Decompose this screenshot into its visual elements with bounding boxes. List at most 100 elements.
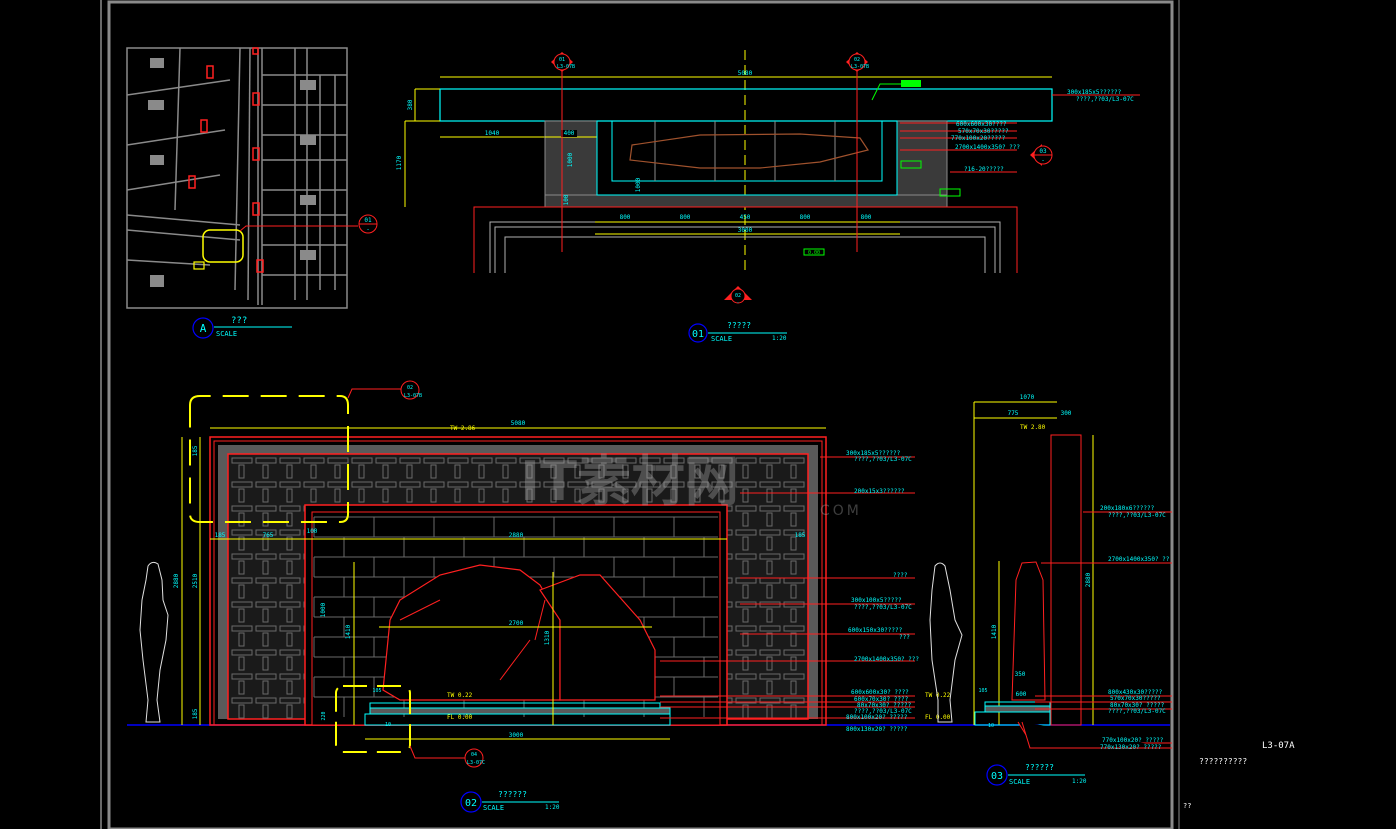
lattice-bar bbox=[759, 457, 781, 464]
lattice-bar bbox=[430, 464, 437, 479]
lattice-bar bbox=[255, 625, 277, 632]
dim-step: 105 bbox=[372, 688, 381, 694]
watermark: IT素材网 COM bbox=[520, 450, 862, 519]
level-tw-low: TW 0.22 bbox=[447, 692, 473, 699]
rock-right bbox=[539, 574, 656, 701]
lattice-bar bbox=[255, 481, 277, 488]
section-number: 02 bbox=[735, 293, 741, 299]
dim-rock-h2: 1310 bbox=[544, 630, 551, 645]
level-tag-text: 0.00 bbox=[808, 250, 820, 256]
dim-row-2: 765 bbox=[263, 532, 274, 539]
lattice-bar bbox=[519, 457, 541, 464]
section-marker-02-bottom[interactable]: 02 - bbox=[724, 286, 752, 306]
note: 800x430x30????? bbox=[1108, 689, 1163, 696]
lattice-bar bbox=[238, 584, 245, 599]
key-plan-callout-01[interactable]: 01 - bbox=[358, 214, 378, 234]
lattice-bar bbox=[303, 457, 325, 464]
lattice-bar bbox=[598, 488, 605, 503]
dim-1000: 1000 bbox=[320, 602, 327, 617]
detail-marker-02[interactable]: 02 L3-07B bbox=[400, 380, 422, 400]
watermark-sub: COM bbox=[820, 503, 862, 519]
lattice-bar bbox=[358, 464, 365, 479]
note: 600x70x30? ???? bbox=[854, 696, 909, 703]
dim-400: 400 bbox=[564, 130, 575, 137]
lattice-bar bbox=[279, 649, 301, 656]
note: 800x100x20? ????? bbox=[846, 714, 908, 721]
lattice-bar bbox=[735, 481, 757, 488]
lattice-bar bbox=[766, 584, 773, 599]
dim-100: 100 bbox=[563, 194, 570, 205]
lattice-bar bbox=[262, 704, 269, 719]
lattice-bar bbox=[766, 608, 773, 623]
lattice-bar bbox=[238, 488, 245, 503]
dim-width: 1070 bbox=[1020, 394, 1035, 401]
dim-inner: 2880 bbox=[509, 532, 524, 539]
lattice-bar bbox=[759, 505, 781, 512]
dim-row-1: 185 bbox=[215, 532, 226, 539]
view-title: ?????? bbox=[1025, 763, 1054, 772]
section-marker-02[interactable]: 02 L3-07B bbox=[846, 52, 869, 72]
lattice-bar bbox=[231, 673, 253, 680]
lattice-bar bbox=[790, 488, 797, 503]
note: 200x180x6?????? bbox=[1100, 505, 1155, 512]
lattice-bar bbox=[711, 481, 733, 488]
level-tag bbox=[803, 248, 825, 256]
note: 600x600x30???? bbox=[956, 121, 1007, 128]
dim-row-right: 185 bbox=[795, 532, 806, 539]
scale-label: SCALE bbox=[1009, 778, 1030, 786]
dim-bottom-total: 3000 bbox=[738, 227, 753, 234]
lattice-bar bbox=[615, 481, 637, 488]
scale-label: SCALE bbox=[711, 335, 732, 343]
lattice-bar bbox=[574, 464, 581, 479]
lattice-bar bbox=[262, 584, 269, 599]
dim-base: 3000 bbox=[509, 732, 524, 739]
lattice-bar bbox=[255, 457, 277, 464]
lattice-bar bbox=[286, 632, 293, 647]
dim: 350 bbox=[1015, 671, 1026, 678]
lattice-bar bbox=[550, 488, 557, 503]
lattice-bar bbox=[286, 560, 293, 575]
lattice-bar bbox=[231, 529, 253, 536]
dim-bottom-4: 800 bbox=[800, 214, 811, 221]
bench-top bbox=[439, 88, 1053, 122]
note: ????,??03/L3-07C bbox=[854, 604, 912, 611]
lattice-bar bbox=[255, 577, 277, 584]
lattice-bar bbox=[382, 464, 389, 479]
lattice-bar bbox=[255, 673, 277, 680]
lattice-bar bbox=[279, 457, 301, 464]
note: ????,??03/L3-07C bbox=[854, 456, 912, 463]
section-marker-01[interactable]: 01 L3-07B bbox=[551, 52, 575, 72]
lattice-bar bbox=[790, 512, 797, 527]
lattice-bar bbox=[279, 505, 301, 512]
lattice-bar bbox=[286, 680, 293, 695]
view-id: 02 bbox=[465, 798, 477, 809]
lattice-bar bbox=[238, 560, 245, 575]
lattice-bar bbox=[279, 601, 301, 608]
lattice-bar bbox=[454, 464, 461, 479]
detail-ref: L3-07B bbox=[404, 393, 422, 399]
detail-number: 04 bbox=[471, 752, 477, 758]
level-fl: FL 0.00 bbox=[447, 714, 473, 721]
lattice-bar bbox=[783, 625, 805, 632]
note: 570x70x30????? bbox=[958, 128, 1009, 135]
lattice-bar bbox=[519, 481, 541, 488]
section-marker-03[interactable]: 03 - bbox=[1030, 144, 1053, 166]
lattice-bar bbox=[759, 553, 781, 560]
lattice-bar bbox=[231, 457, 253, 464]
view-badge bbox=[460, 791, 482, 813]
lattice-bar bbox=[783, 553, 805, 560]
lattice-bar bbox=[255, 553, 277, 560]
lattice-bar bbox=[255, 697, 277, 704]
lattice-bar bbox=[231, 553, 253, 560]
lattice-bar bbox=[735, 697, 757, 704]
lattice-bar bbox=[742, 584, 749, 599]
lattice-bar bbox=[471, 457, 493, 464]
lattice-bar bbox=[735, 649, 757, 656]
level-tw-top: TW 2.80 bbox=[1020, 424, 1046, 431]
lattice-bar bbox=[711, 457, 733, 464]
wall-section bbox=[1050, 434, 1082, 726]
detail-marker-04[interactable]: 04 L3-07C bbox=[464, 748, 485, 768]
dim-1170: 1170 bbox=[396, 155, 403, 170]
lattice-bar bbox=[478, 464, 485, 479]
